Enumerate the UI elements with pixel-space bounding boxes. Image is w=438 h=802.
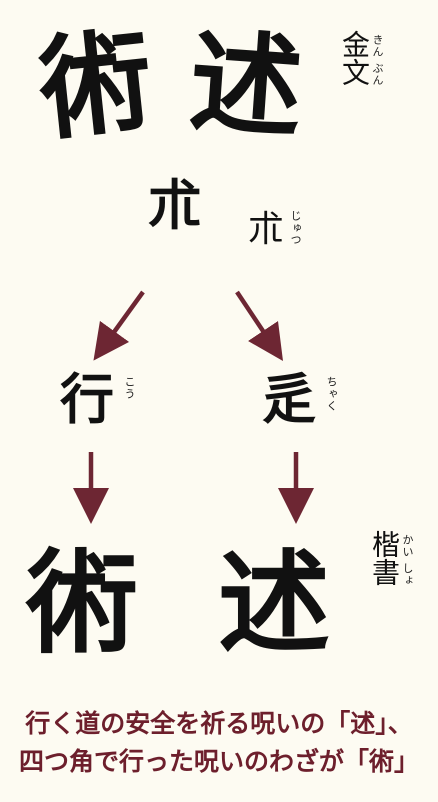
style-label-kaisho: 楷書 bbox=[368, 530, 401, 586]
branch-ruby-gyou: こう bbox=[123, 376, 136, 400]
branch-label-gyou: 行 bbox=[60, 367, 114, 431]
arrow-to-chaku bbox=[235, 290, 283, 361]
arrow-to-gyou bbox=[93, 290, 145, 361]
style-ruby-kinbun: きん ぶん bbox=[371, 34, 384, 87]
style-label-kinbun: 金文 bbox=[338, 30, 371, 86]
origin-label: 朮 bbox=[248, 209, 285, 250]
origin-glyph-jutsu: 朮 bbox=[148, 173, 202, 237]
caption-line-1: 行く道の安全を祈る呪いの「述」、 bbox=[25, 709, 413, 738]
kaisho-glyph-jutsu: 術 bbox=[26, 538, 138, 669]
caption-line-2: 四つ角で行った呪いのわざが「術」 bbox=[18, 747, 419, 776]
branch-ruby-chaku: ちゃく bbox=[325, 376, 338, 412]
kaisho-glyph-jutsu-road: 述 bbox=[218, 538, 330, 669]
origin-ruby: じゅつ bbox=[289, 210, 302, 246]
style-ruby-kaisho: かい しょ bbox=[401, 534, 414, 587]
branch-label-chaku: 辵 bbox=[262, 367, 316, 431]
